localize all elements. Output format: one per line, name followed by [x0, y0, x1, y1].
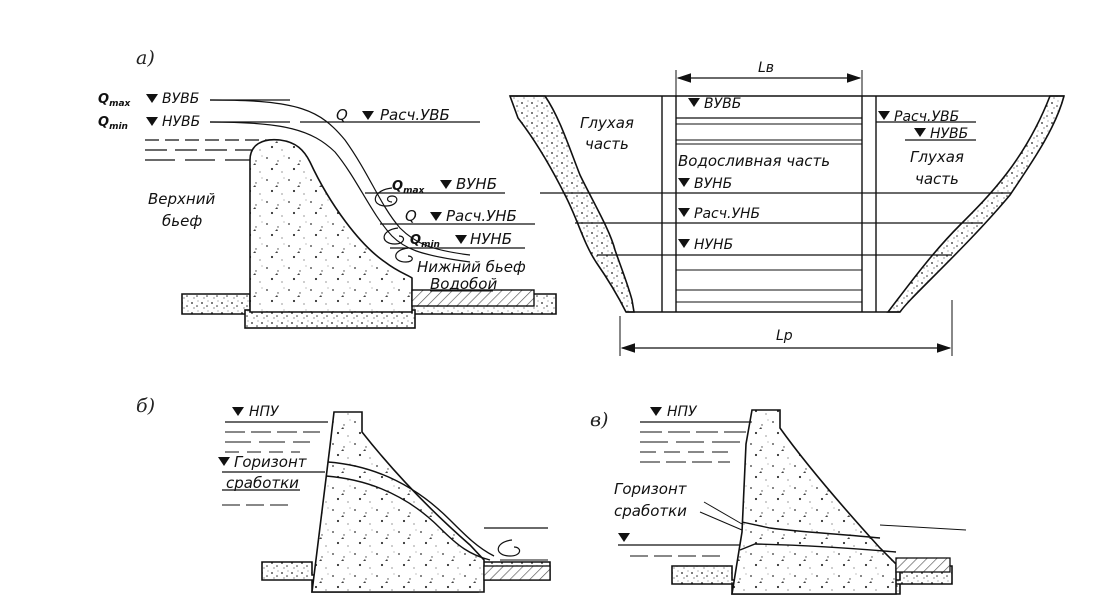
spillway-label: Водосливная часть	[678, 152, 830, 170]
svg-text:ВУВБ: ВУВБ	[704, 96, 741, 112]
panel-b: б) НПУ Горизонт сработки	[136, 395, 551, 593]
level-marker-icon	[440, 180, 452, 189]
valley-nunb-level: НУНБ	[678, 237, 733, 253]
vunb-level: Qmax ВУНБ	[392, 175, 497, 196]
svg-text:Q: Q	[336, 106, 348, 124]
horizon-level-v: Горизонт сработки	[614, 480, 743, 542]
svg-text:Расч.УВБ: Расч.УВБ	[894, 109, 959, 125]
svg-text:НПУ: НПУ	[667, 404, 698, 420]
level-marker-icon	[362, 111, 374, 120]
level-marker-icon	[688, 98, 700, 107]
blind-right-label-2: часть	[915, 170, 959, 188]
level-marker-icon	[146, 94, 158, 103]
panel-v-label: в)	[590, 409, 608, 431]
svg-text:ВУНБ: ВУНБ	[456, 175, 497, 193]
downstream-label: Нижний бьеф	[417, 258, 526, 276]
qmax-upstream-label: Qmax	[98, 92, 132, 109]
blind-right-label-1: Глухая	[910, 148, 964, 166]
valley-vunb-level: ВУНБ	[678, 176, 732, 192]
svg-text:Qmin: Qmin	[410, 233, 440, 250]
level-marker-icon	[218, 457, 230, 466]
svg-text:ВУНБ: ВУНБ	[694, 176, 732, 192]
panel-a-label: а)	[136, 47, 155, 69]
valley-vuvb-level: ВУВБ	[688, 96, 741, 112]
svg-text:НУНБ: НУНБ	[694, 237, 733, 253]
svg-text:НУВБ: НУВБ	[162, 114, 200, 130]
upstream-label-2: бьеф	[162, 212, 202, 230]
svg-text:Q: Q	[405, 207, 417, 225]
svg-text:Расч.УНБ: Расч.УНБ	[694, 206, 760, 222]
level-marker-icon	[618, 533, 630, 542]
valley-calc-unb-level: Расч.УНБ	[678, 206, 760, 222]
level-marker-icon	[455, 235, 467, 244]
calc-uvb-level: Q Расч.УВБ	[336, 106, 450, 124]
npu-level-b: НПУ	[232, 404, 280, 420]
svg-text:Расч.УНБ: Расч.УНБ	[446, 207, 517, 225]
svg-text:НПУ: НПУ	[249, 404, 280, 420]
level-marker-icon	[678, 178, 690, 187]
svg-text:Горизонт: Горизонт	[234, 453, 308, 471]
svg-text:Расч.УВБ: Расч.УВБ	[380, 106, 450, 124]
level-marker-icon	[146, 117, 158, 126]
vuvb-level: ВУВБ	[146, 91, 199, 107]
level-marker-icon	[232, 407, 244, 416]
panel-v: в) НПУ Горизонт сработки	[590, 404, 967, 595]
nuvb-level: НУВБ	[146, 114, 200, 130]
svg-text:сработки: сработки	[614, 502, 687, 520]
upstream-label-1: Верхний	[148, 190, 215, 208]
valley-nuvb-level: НУВБ	[914, 126, 968, 142]
level-marker-icon	[678, 239, 690, 248]
nunb-level: Qmin НУНБ	[410, 230, 512, 250]
svg-text:Горизонт: Горизонт	[614, 480, 688, 498]
level-marker-icon	[878, 111, 890, 120]
apron-label: Водобой	[430, 275, 497, 293]
lv-dimension: Lв	[758, 60, 774, 76]
svg-text:НУВБ: НУВБ	[930, 126, 968, 142]
blind-left-label-2: часть	[585, 135, 629, 153]
blind-left-label-1: Глухая	[580, 114, 634, 132]
svg-text:сработки: сработки	[226, 474, 299, 492]
level-marker-icon	[430, 212, 442, 221]
svg-text:Qmax: Qmax	[392, 179, 426, 196]
horizon-level-b: Горизонт сработки	[218, 453, 308, 492]
panel-a-section: а) Qmax Qmin ВУВБ	[98, 47, 557, 329]
valley-calc-uvb-level: Расч.УВБ	[878, 109, 959, 125]
svg-text:НУНБ: НУНБ	[470, 230, 512, 248]
svg-text:ВУВБ: ВУВБ	[162, 91, 199, 107]
calc-unb-level: Q Расч.УНБ	[405, 207, 517, 225]
lp-dimension: Lр	[776, 328, 793, 344]
panel-a-valley: Lв Lр Глухая часть	[508, 60, 1066, 356]
level-marker-icon	[678, 208, 690, 217]
level-marker-icon	[914, 128, 926, 137]
qmin-upstream-label: Qmin	[98, 115, 128, 132]
npu-level-v: НПУ	[650, 404, 698, 420]
panel-b-label: б)	[136, 395, 155, 417]
level-marker-icon	[650, 407, 662, 416]
